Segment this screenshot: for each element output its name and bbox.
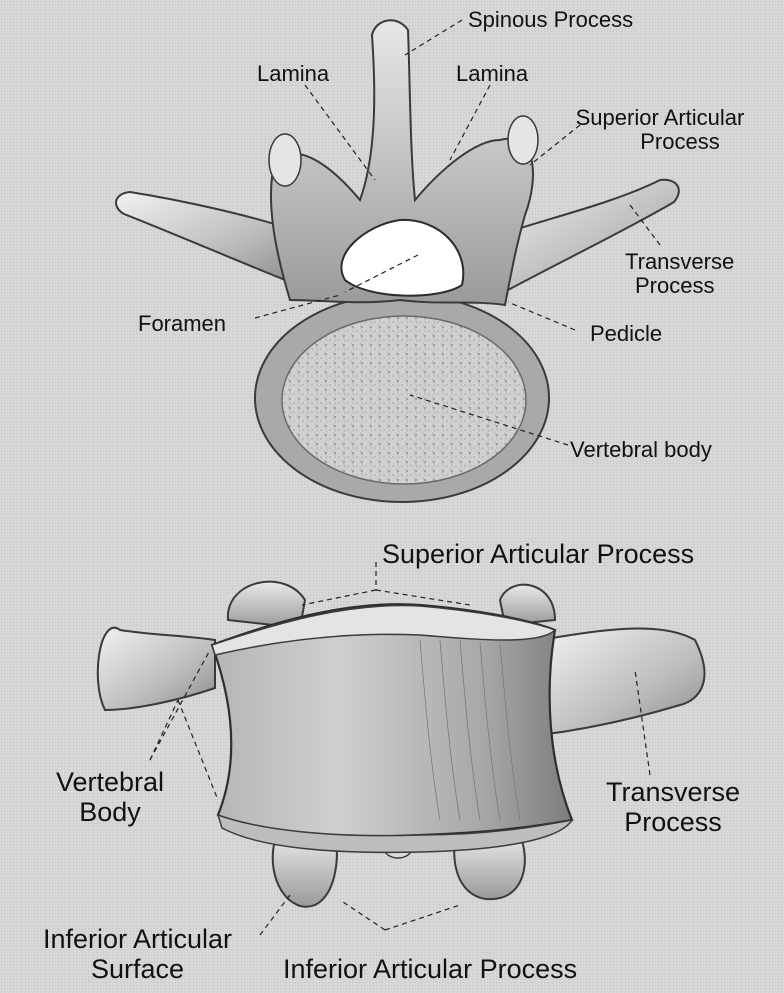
label-transverse-process-top: Transverse Process [625, 250, 734, 298]
side-view-vertebra [98, 582, 705, 907]
label-line: Process [588, 808, 758, 838]
label-superior-articular-process-side: Superior Articular Process [382, 540, 694, 570]
label-lamina-right: Lamina [456, 62, 528, 86]
label-foramen: Foramen [138, 312, 226, 336]
label-line: Body [30, 798, 190, 828]
label-line: Superior Articular [565, 106, 755, 130]
label-line: Transverse [588, 778, 758, 808]
label-line: Process [565, 130, 755, 154]
label-inferior-articular-process: Inferior Articular Process [283, 955, 577, 985]
label-transverse-process-side: Transverse Process [588, 778, 758, 837]
label-line: Transverse [625, 250, 734, 274]
label-line: Surface [10, 955, 265, 985]
label-superior-articular-process-top: Superior Articular Process [565, 106, 755, 154]
label-line: Vertebral [30, 768, 190, 798]
label-spinous-process: Spinous Process [468, 8, 633, 32]
label-line: Process [625, 274, 734, 298]
top-view-vertebra [116, 20, 679, 502]
label-line: Inferior Articular [10, 925, 265, 955]
label-vertebral-body-top: Vertebral body [570, 438, 712, 462]
label-lamina-left: Lamina [257, 62, 329, 86]
label-inferior-articular-surface: Inferior Articular Surface [10, 925, 265, 984]
label-vertebral-body-side: Vertebral Body [30, 768, 190, 827]
label-pedicle: Pedicle [590, 322, 662, 346]
